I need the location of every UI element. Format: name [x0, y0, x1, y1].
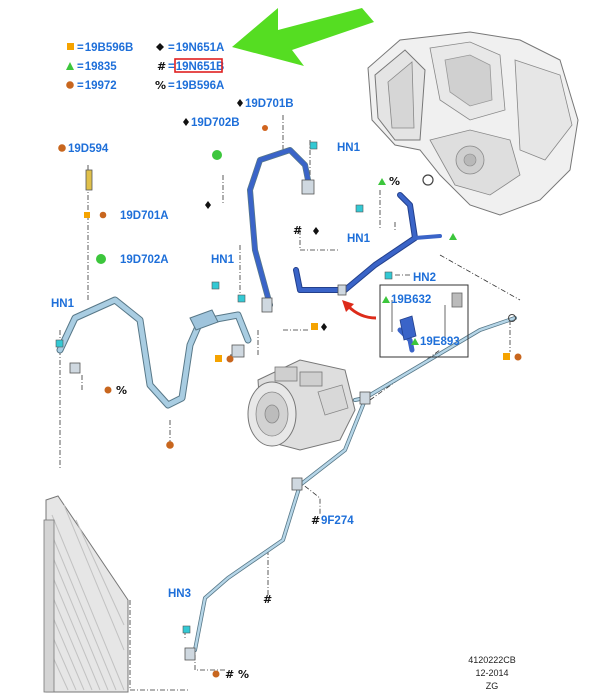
triangle-marker-icon — [378, 178, 386, 185]
clip-label: HN1 — [337, 142, 361, 154]
svg-text:=19B596B: =19B596B — [77, 42, 133, 54]
svg-text:=19835: =19835 — [77, 61, 117, 73]
part-label: 19D594 — [68, 143, 109, 155]
service-port — [422, 174, 434, 186]
square-marker-icon — [311, 323, 318, 330]
triangle-marker-icon — [66, 62, 74, 70]
circle-marker-icon — [212, 670, 220, 678]
clip-label: HN1 — [347, 233, 371, 245]
hash-marker-icon: # — [293, 224, 302, 237]
part-label: 19D702B — [191, 117, 240, 129]
part-label: 9F274 — [321, 515, 354, 527]
part-labels: 19D701B 19D702B 19D594 19D701A 19D702A 1… — [58, 98, 460, 527]
circle-marker-icon — [104, 386, 112, 394]
part-label: 19D702A — [120, 254, 169, 266]
fitting — [337, 284, 347, 296]
hash-percent-marker: # % — [225, 668, 249, 681]
fittings — [69, 125, 516, 661]
percent-marker-icon: % — [389, 175, 400, 188]
diamond-marker-icon — [313, 227, 319, 235]
square-marker-icon — [67, 43, 74, 50]
part-label: 19D701B — [245, 98, 294, 110]
highlight-box — [174, 58, 223, 73]
dark-blue-hoses — [247, 147, 442, 353]
fitting — [231, 344, 245, 358]
drawing-number: 4120222CB — [468, 655, 516, 665]
clip-label: HN1 — [211, 254, 235, 266]
clip-label: HN1 — [51, 298, 75, 310]
fitting — [359, 391, 371, 405]
highlight-arrow-icon — [232, 8, 374, 66]
percent-marker-icon: % — [116, 384, 127, 397]
detail-inset — [379, 284, 469, 358]
square-marker-icon — [503, 353, 510, 360]
svg-text:=19B596A: =19B596A — [168, 80, 224, 92]
circle-marker-icon — [166, 441, 174, 449]
condenser — [43, 495, 129, 693]
drawing-initials: ZG — [486, 681, 499, 691]
legend-code: 19B596B — [85, 42, 134, 54]
part-label: 19D701A — [120, 210, 169, 222]
diamond-marker-icon — [205, 201, 211, 209]
red-pointer-arrow-icon — [346, 304, 377, 320]
diamond-marker-icon — [321, 323, 327, 331]
muffler — [189, 309, 219, 331]
square-marker-icon — [84, 212, 90, 218]
clip-markers — [55, 141, 393, 634]
hash-marker-icon: # — [263, 593, 272, 606]
hash-marker-icon: # — [311, 514, 320, 527]
fitting — [69, 362, 81, 374]
symbol-markers: % # % # # % — [104, 175, 522, 681]
diamond-marker-icon — [183, 118, 189, 126]
svg-text:=19N651B: =19N651B — [168, 61, 224, 73]
drawing-date: 12-2014 — [475, 668, 508, 678]
triangle-marker-icon — [382, 296, 390, 303]
red-pointer-arrow-icon — [342, 300, 354, 312]
circle-marker-icon — [514, 353, 522, 361]
triangle-marker-icon — [411, 338, 419, 345]
square-marker-icon — [215, 355, 222, 362]
legend-code: 19835 — [85, 61, 118, 73]
legend-code: 19N651B — [176, 61, 225, 73]
svg-text:=19972: =19972 — [77, 80, 117, 92]
part-label: 19E893 — [420, 336, 460, 348]
green-cap-icon — [96, 254, 106, 264]
clip-labels: HN1 HN1 HN1 HN1 HN2 HN3 — [51, 142, 436, 600]
pressure-switch — [85, 169, 93, 191]
part-label: 19B632 — [391, 294, 431, 306]
percent-marker-icon: % — [155, 79, 166, 92]
service-port — [508, 314, 516, 322]
legend-code: 19B596A — [176, 80, 225, 92]
circle-marker-icon — [66, 81, 74, 89]
circle-marker-icon — [226, 355, 234, 363]
hash-marker-icon: # — [157, 60, 166, 73]
green-cap-icon — [212, 150, 222, 160]
ac-compressor — [247, 359, 356, 451]
orange-oring-icon — [262, 125, 268, 131]
diamond-marker-icon — [156, 43, 164, 51]
circle-marker-icon — [99, 211, 107, 219]
diamond-marker-icon — [237, 99, 243, 107]
legend: =19B596B =19N651A =19835 # =19N651B =199… — [66, 42, 224, 92]
fitting — [261, 297, 273, 313]
clip-label: HN2 — [413, 272, 436, 284]
fitting — [291, 477, 303, 491]
clip-label: HN3 — [168, 588, 191, 600]
legend-code: 19N651A — [176, 42, 225, 54]
fitting — [301, 179, 315, 195]
hvac-housing — [367, 31, 579, 216]
svg-text:=19N651A: =19N651A — [168, 42, 224, 54]
legend-code: 19972 — [85, 80, 117, 92]
drawing-footer: 4120222CB 12-2014 ZG — [468, 655, 516, 691]
circle-marker-icon — [58, 144, 66, 152]
fitting — [184, 647, 196, 661]
triangle-marker-icon — [449, 233, 457, 240]
